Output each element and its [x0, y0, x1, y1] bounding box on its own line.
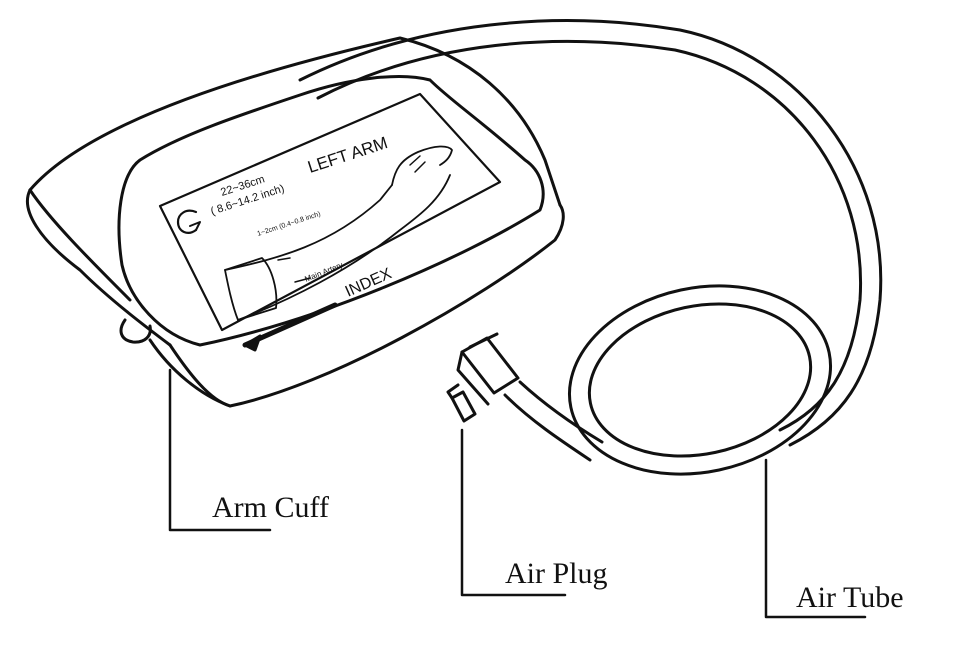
arm-cuff-label: Arm Cuff [212, 491, 329, 524]
arm-cuff-leader [168, 368, 272, 532]
air-plug [446, 332, 520, 423]
air-tube-label: Air Tube [796, 581, 904, 614]
air-tube-leader [764, 458, 867, 619]
air-plug-label: Air Plug [505, 557, 608, 590]
cuff-side-text: LEFT ARM [305, 133, 390, 177]
cuff-gap-text: 1~2cm (0.4~0.8 inch) [256, 211, 321, 238]
cuff-index-text: INDEX [343, 265, 395, 301]
arm-cuff [25, 36, 565, 408]
air-plug-leader [460, 428, 567, 597]
air-tube [298, 19, 883, 476]
